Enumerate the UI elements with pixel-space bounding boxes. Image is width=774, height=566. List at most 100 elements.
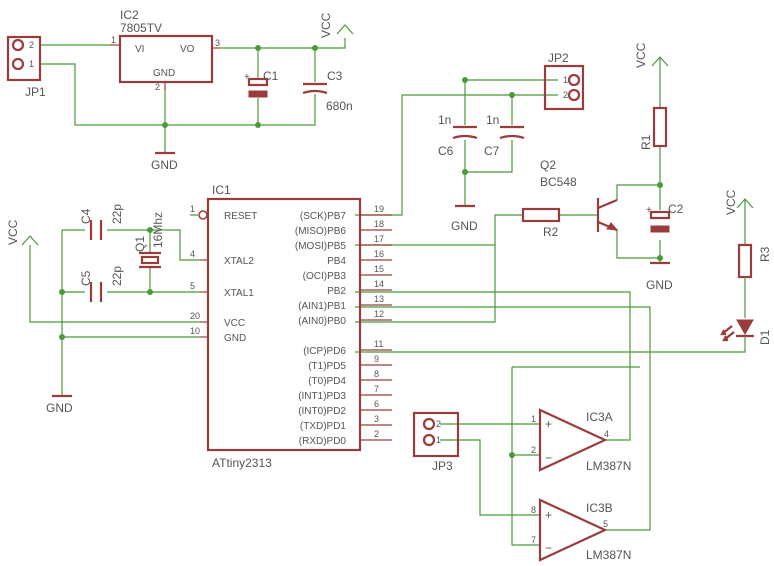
ic1-pin-num-15: 15 bbox=[374, 264, 384, 274]
q1-crystal: Q1 16Mhz bbox=[133, 212, 165, 269]
ic3b-value: LM387N bbox=[586, 548, 631, 562]
jp2-connector: 1 2 JP2 bbox=[543, 51, 585, 111]
jp1-connector: 2 1 JP1 bbox=[6, 35, 46, 99]
svg-text:+: + bbox=[244, 72, 250, 83]
q1-name: Q1 bbox=[133, 236, 147, 252]
vcc-symbol-r3: VCC bbox=[724, 189, 754, 215]
jp3-name: JP3 bbox=[432, 459, 453, 473]
svg-text:+: + bbox=[646, 205, 652, 216]
c7-name: C7 bbox=[484, 144, 500, 158]
r1-name: R1 bbox=[639, 134, 653, 150]
ic3a-pin1: 1 bbox=[531, 414, 536, 424]
gnd-symbol-c6: GND bbox=[451, 204, 478, 233]
r3-resistor: R3 bbox=[737, 243, 772, 290]
vcc-symbol-r1: VCC bbox=[634, 42, 669, 68]
c4-capacitor: C4 22p bbox=[79, 204, 124, 240]
gnd-label-c6: GND bbox=[451, 219, 478, 233]
vcc-label-top: VCC bbox=[319, 12, 333, 38]
gnd-symbol-ic2: GND bbox=[151, 151, 178, 172]
ic3a-pin2: 2 bbox=[531, 445, 536, 455]
ic2-pin1: 1 bbox=[111, 35, 116, 45]
ic1-pin-label-xtal2: XTAL2 bbox=[224, 256, 254, 267]
jp3-pin1: 1 bbox=[436, 435, 441, 445]
jp2-pin2: 2 bbox=[563, 90, 568, 100]
ic1-pin-num-7: 7 bbox=[374, 384, 379, 394]
ic1-pin-label-12: (AIN0)PB0 bbox=[298, 316, 346, 327]
ic3b-pin5: 5 bbox=[603, 519, 608, 529]
d1-name: D1 bbox=[758, 329, 772, 345]
ic2-pin2: 2 bbox=[155, 82, 160, 92]
ic1-name: IC1 bbox=[212, 183, 231, 197]
ic1-microcontroller: IC1 ATtiny2313 1RESET4XTAL25XTAL120VCC10… bbox=[190, 183, 392, 470]
vcc-symbol-top: VCC bbox=[319, 12, 354, 38]
ic3a-minus: − bbox=[545, 451, 552, 465]
c1-capacitor: + C1 bbox=[244, 69, 279, 98]
q2-transistor: Q2 BC548 bbox=[540, 158, 619, 232]
gnd-label-c2: GND bbox=[646, 278, 673, 292]
jp2-name: JP2 bbox=[548, 51, 569, 65]
ic2-name: IC2 bbox=[120, 8, 139, 22]
ic1-pin-num-20: 20 bbox=[190, 311, 200, 321]
c5-capacitor: C5 22p bbox=[79, 266, 124, 302]
ic1-pin-num-4: 4 bbox=[190, 249, 195, 259]
ic1-pin-label-7: (INT1)PD3 bbox=[298, 391, 346, 402]
ic3b-pin7: 7 bbox=[531, 535, 536, 545]
ic1-pin-label-3: (TXD)PD1 bbox=[300, 421, 347, 432]
ic3b-minus: − bbox=[545, 541, 552, 555]
r2-name: R2 bbox=[543, 225, 559, 239]
ic1-pin-num-13: 13 bbox=[374, 294, 384, 304]
ic1-pin-label-vcc: VCC bbox=[224, 318, 245, 329]
ic1-pin-num-9: 9 bbox=[374, 354, 379, 364]
jp3-connector: 2 1 JP3 bbox=[412, 411, 460, 473]
gnd-label-ic2: GND bbox=[151, 158, 178, 172]
c7-value: 1n bbox=[486, 113, 499, 127]
ic1-pin-label-17: (MOSI)PB5 bbox=[295, 241, 347, 252]
ic2-vo: VO bbox=[180, 44, 195, 55]
ic1-pin-num-12: 12 bbox=[374, 309, 384, 319]
ic1-pin-num-2: 2 bbox=[374, 429, 379, 439]
r1-resistor: R1 bbox=[639, 106, 668, 150]
r2-resistor: R2 bbox=[521, 207, 561, 239]
ic3b-pin8: 8 bbox=[531, 505, 536, 515]
ic3a-plus: + bbox=[545, 417, 552, 431]
ic2-vi: VI bbox=[135, 44, 144, 55]
ic1-pin-label-2: (RXD)PD0 bbox=[299, 436, 347, 447]
ic1-pin-label-15: (OCI)PB3 bbox=[303, 271, 347, 282]
ic1-pin-label-16: PB4 bbox=[327, 256, 346, 267]
ic1-value: ATtiny2313 bbox=[212, 456, 272, 470]
ic1-pin-label-xtal1: XTAL1 bbox=[224, 288, 254, 299]
q2-value: BC548 bbox=[540, 175, 577, 189]
ic3a-value: LM387N bbox=[586, 459, 631, 473]
ic1-pin-label-9: (T1)PD5 bbox=[308, 361, 346, 372]
ic1-pin-num-5: 5 bbox=[190, 281, 195, 291]
ic1-pin-num-10: 10 bbox=[190, 326, 200, 336]
c2-name: C2 bbox=[668, 202, 684, 216]
q1-value: 16Mhz bbox=[151, 212, 165, 248]
ic1-pin-num-11: 11 bbox=[374, 339, 383, 349]
ic3a-name: IC3A bbox=[586, 410, 613, 424]
ic1-pin-label-14: PB2 bbox=[327, 286, 346, 297]
ic1-pin-num-14: 14 bbox=[374, 279, 384, 289]
ic3b-opamp: + − 8 7 5 IC3B LM387N bbox=[531, 498, 631, 562]
vcc-symbol-left: VCC bbox=[6, 219, 39, 246]
jp2-pin1: 1 bbox=[563, 75, 568, 85]
gnd-symbol-left: GND bbox=[46, 394, 73, 415]
q2-name: Q2 bbox=[540, 158, 556, 172]
ic1-pin-label-reset: RESET bbox=[224, 211, 257, 222]
c6-capacitor: 1n C6 bbox=[438, 113, 478, 158]
ic1-pin-label-19: (SCK)PB7 bbox=[300, 211, 347, 222]
c1-name: C1 bbox=[263, 69, 279, 83]
jp1-pin2: 2 bbox=[29, 40, 34, 50]
ic1-pin-num-19: 19 bbox=[374, 204, 384, 214]
ic2-pin3: 3 bbox=[215, 38, 220, 48]
c5-name: C5 bbox=[79, 270, 93, 286]
c6-value: 1n bbox=[438, 113, 451, 127]
ic1-pin-label-18: (MISO)PB6 bbox=[295, 226, 347, 237]
ic3a-opamp: + − 1 2 4 IC3A LM387N bbox=[531, 408, 631, 473]
junctions bbox=[59, 45, 663, 458]
c7-capacitor: 1n C7 bbox=[484, 113, 525, 158]
ic1-pin-num-3: 3 bbox=[374, 414, 379, 424]
ic1-pin-num-8: 8 bbox=[374, 369, 379, 379]
